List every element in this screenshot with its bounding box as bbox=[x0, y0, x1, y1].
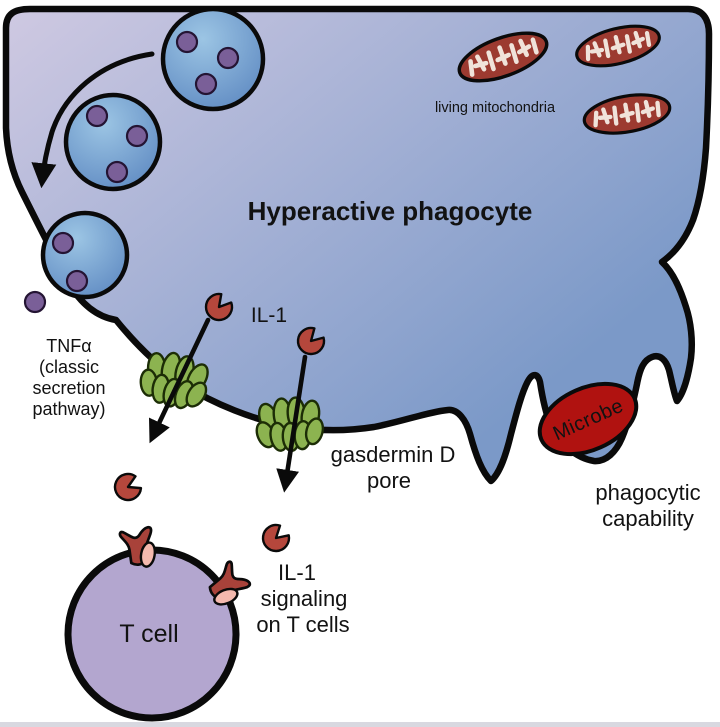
tnfa-granules bbox=[23, 30, 240, 314]
il1-molecule-icon bbox=[109, 469, 145, 506]
svg-text:capability: capability bbox=[602, 506, 694, 531]
t-cell: T cell bbox=[64, 525, 255, 722]
tnfa-caption: TNFα (classic secretion pathway) bbox=[32, 336, 105, 419]
il1-molecule-icon bbox=[256, 519, 295, 558]
phagocytic-caption: phagocytic capability bbox=[595, 480, 700, 531]
phagocyte-title: Hyperactive phagocyte bbox=[248, 196, 533, 226]
svg-text:on T cells: on T cells bbox=[256, 612, 349, 637]
svg-text:pathway): pathway) bbox=[32, 399, 105, 419]
vesicle-icon bbox=[160, 6, 266, 112]
svg-text:gasdermin D: gasdermin D bbox=[331, 442, 456, 467]
il1-release-arrow bbox=[149, 317, 211, 444]
mitochondria-label: living mitochondria bbox=[435, 100, 556, 116]
il1-label: IL-1 bbox=[251, 304, 287, 327]
il1-signaling-caption: IL-1 signaling on T cells bbox=[256, 560, 349, 637]
svg-text:pore: pore bbox=[367, 468, 411, 493]
svg-text:secretion: secretion bbox=[32, 378, 105, 398]
il1-release-arrow bbox=[276, 354, 308, 493]
svg-text:(classic: (classic bbox=[39, 357, 99, 377]
microbe: Microbe bbox=[537, 381, 639, 457]
gasdermin-caption: gasdermin D pore bbox=[331, 442, 456, 493]
image-bottom-border bbox=[0, 722, 720, 727]
svg-text:IL-1: IL-1 bbox=[278, 560, 316, 585]
svg-text:TNFα: TNFα bbox=[46, 336, 91, 356]
t-cell-label: T cell bbox=[119, 620, 178, 648]
secretion-arrow bbox=[31, 51, 155, 189]
svg-text:phagocytic: phagocytic bbox=[595, 480, 700, 505]
svg-text:signaling: signaling bbox=[261, 586, 348, 611]
